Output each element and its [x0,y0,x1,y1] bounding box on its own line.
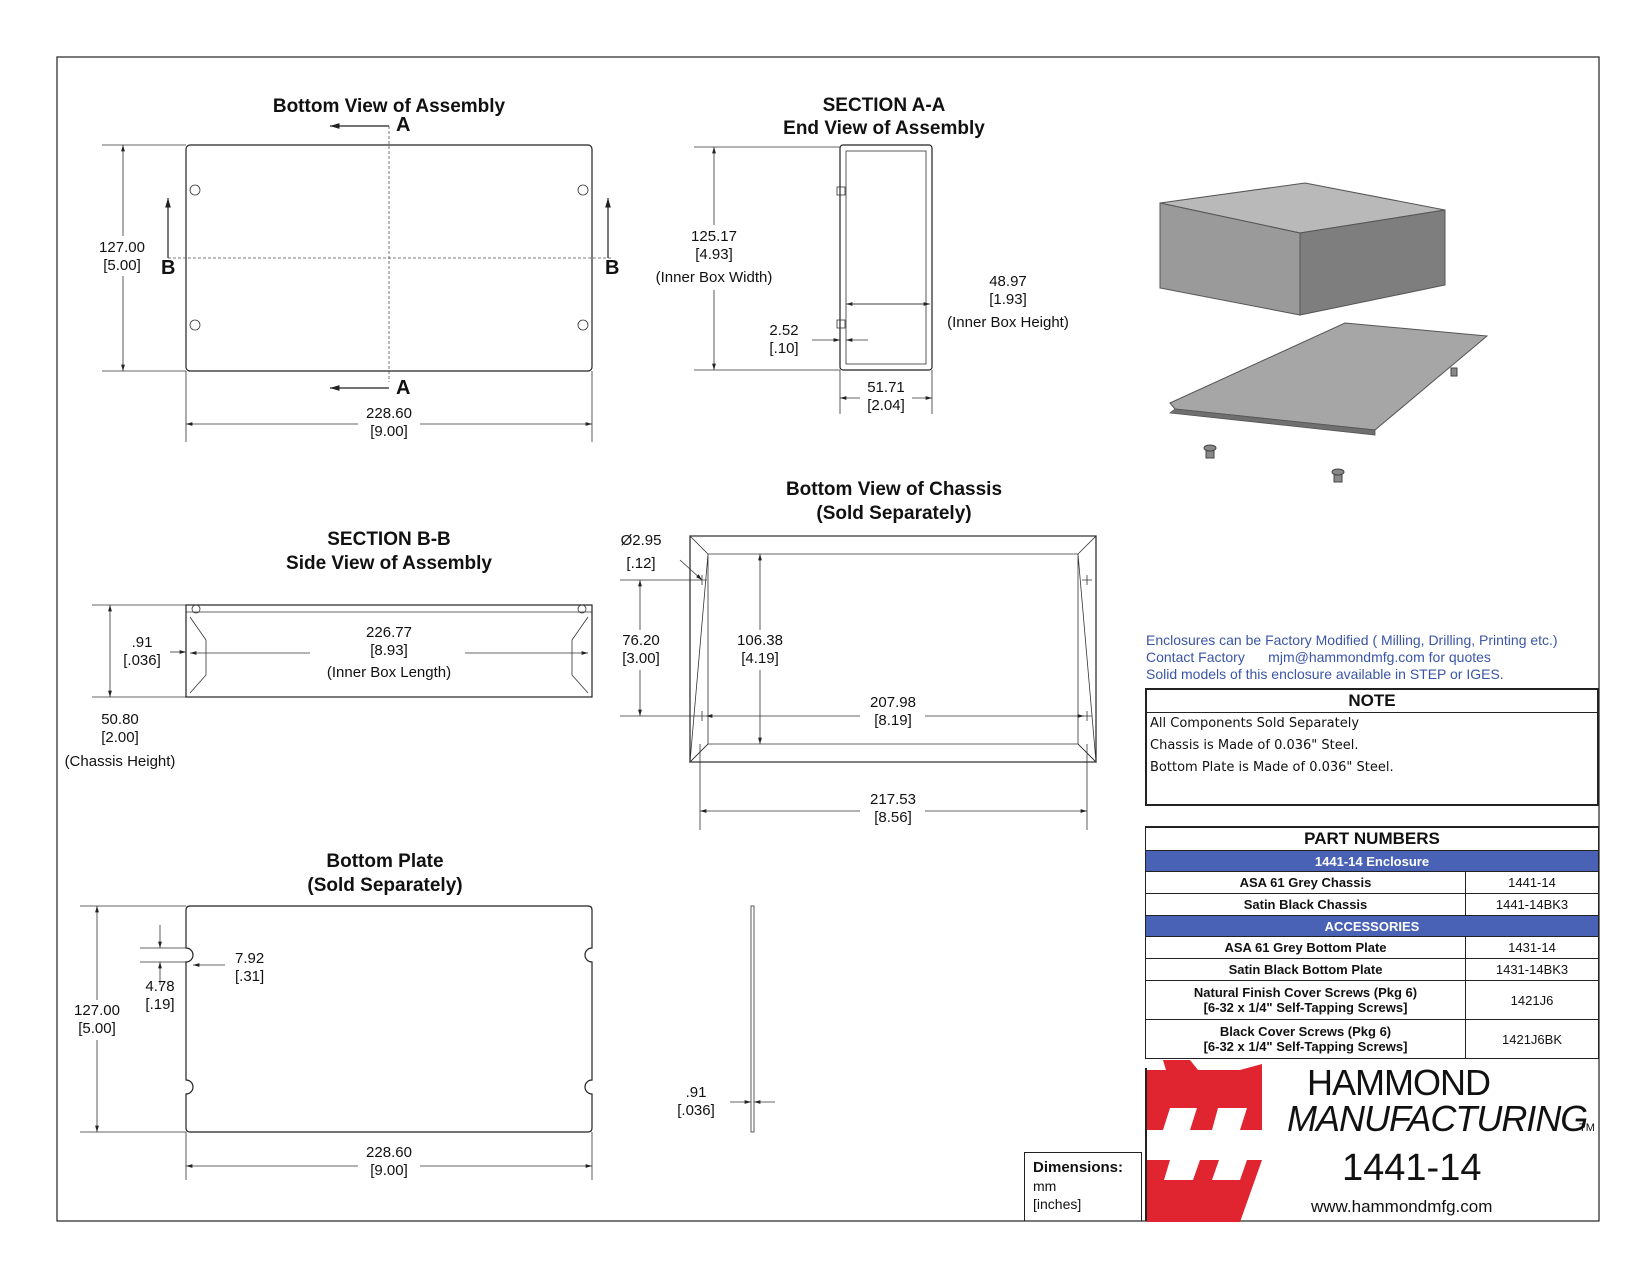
svg-text:[2.00]: [2.00] [101,729,139,746]
svg-text:End View of Assembly: End View of Assembly [783,118,985,139]
svg-text:2.52: 2.52 [769,322,798,339]
factory-email-link[interactable]: mjm@hammondmfg.com for quotes [1268,649,1491,665]
svg-text:(Chassis Height): (Chassis Height) [65,753,176,770]
factory-note: Enclosures can be Factory Modified ( Mil… [1146,632,1558,683]
svg-text:[8.19]: [8.19] [874,712,912,729]
part-number-title: 1441-14 [1342,1147,1482,1189]
svg-text:[.10]: [.10] [769,340,798,357]
svg-text:[8.93]: [8.93] [370,642,408,659]
factory-note-line3: Solid models of this enclosure available… [1146,666,1504,682]
svg-text:228.60: 228.60 [366,405,412,422]
hammond-logo [1147,1060,1262,1222]
part-numbers-table: PART NUMBERS 1441-14 Enclosure ASA 61 Gr… [1145,826,1599,1059]
note-box: NOTE All Components Sold Separately Chas… [1145,688,1599,806]
svg-text:A: A [396,114,410,136]
trademark: TM [1579,1122,1595,1134]
svg-text:[3.00]: [3.00] [622,650,660,667]
note-line: Bottom Plate is Made of 0.036" Steel. [1150,760,1394,775]
svg-text:[1.93]: [1.93] [989,291,1027,308]
svg-text:127.00: 127.00 [74,1002,120,1019]
svg-text:[.12]: [.12] [626,555,655,572]
part-numbers-heading: PART NUMBERS [1145,826,1599,851]
view-title: Bottom View of Assembly [273,96,506,117]
svg-text:A: A [396,377,410,399]
dimensions-unit-mm: mm [1033,1178,1057,1194]
svg-text:[9.00]: [9.00] [370,1162,408,1179]
company-name-line1: HAMMOND [1307,1062,1491,1103]
svg-text:[8.56]: [8.56] [874,809,912,826]
section-aa-view: SECTION A-A End View of Assembly 125.17 … [656,95,1069,414]
svg-text:226.77: 226.77 [366,624,412,641]
svg-text:[.036]: [.036] [677,1102,715,1119]
bottom-view-assembly: Bottom View of Assembly A A B B 127.00 [… [99,96,619,442]
note-heading: NOTE [1147,690,1597,713]
svg-text:B: B [605,257,619,279]
svg-text:Side View of Assembly: Side View of Assembly [286,553,492,574]
svg-text:51.71: 51.71 [867,379,905,396]
svg-text:[.036]: [.036] [123,652,161,669]
svg-text:127.00: 127.00 [99,239,145,256]
svg-text:.91: .91 [132,634,153,651]
svg-text:(Sold Separately): (Sold Separately) [816,503,971,524]
svg-text:SECTION B-B: SECTION B-B [327,529,451,550]
svg-text:228.60: 228.60 [366,1144,412,1161]
factory-note-line1: Enclosures can be Factory Modified ( Mil… [1146,632,1558,648]
svg-text:(Sold Separately): (Sold Separately) [307,875,462,896]
svg-text:125.17: 125.17 [691,228,737,245]
bottom-plate-view: Bottom Plate (Sold Separately) 127.00 [5… [74,851,775,1180]
svg-text:(Inner Box Width): (Inner Box Width) [656,269,773,286]
svg-text:[.19]: [.19] [145,996,174,1013]
enclosure-heading: 1441-14 Enclosure [1145,850,1599,872]
svg-text:76.20: 76.20 [622,632,660,649]
accessories-heading: ACCESSORIES [1145,915,1599,937]
svg-text:(Inner Box Height): (Inner Box Height) [947,314,1069,331]
note-line: Chassis is Made of 0.036" Steel. [1150,738,1359,753]
title-block: HAMMOND MANUFACTURING TM 1441-14 www.ham… [1145,1064,1601,1221]
svg-text:.91: .91 [686,1084,707,1101]
svg-text:[5.00]: [5.00] [103,257,141,274]
svg-text:[4.19]: [4.19] [741,650,779,667]
bottom-view-chassis: Bottom View of Chassis (Sold Separately)… [620,479,1097,830]
svg-text:B: B [161,257,175,279]
drawing-border [56,56,1600,1222]
svg-text:[9.00]: [9.00] [370,423,408,440]
dimensions-label: Dimensions: [1033,1159,1124,1176]
table-row: Natural Finish Cover Screws (Pkg 6)[6-32… [1145,980,1599,1020]
svg-text:[2.04]: [2.04] [867,397,905,414]
isometric-render [1159,182,1489,483]
svg-text:[.31]: [.31] [235,968,264,985]
svg-text:207.98: 207.98 [870,694,916,711]
svg-text:Bottom Plate: Bottom Plate [326,851,443,872]
svg-text:[4.93]: [4.93] [695,246,733,263]
svg-text:4.78: 4.78 [145,978,174,995]
svg-text:7.92: 7.92 [235,950,264,967]
svg-text:Ø2.95: Ø2.95 [621,532,662,549]
website-link[interactable]: www.hammondmfg.com [1311,1197,1493,1216]
svg-text:Bottom View of Chassis: Bottom View of Chassis [786,479,1002,500]
svg-text:217.53: 217.53 [870,791,916,808]
company-name-line2: MANUFACTURING [1287,1098,1588,1139]
table-row: Black Cover Screws (Pkg 6)[6-32 x 1/4" S… [1145,1019,1599,1059]
section-bb-view: SECTION B-B Side View of Assembly 50.80 … [65,529,593,770]
svg-text:48.97: 48.97 [989,273,1027,290]
dimensions-unit-in: [inches] [1033,1196,1082,1212]
factory-note-contact: Contact Factory [1146,649,1245,665]
svg-text:50.80: 50.80 [101,711,139,728]
svg-text:106.38: 106.38 [737,632,783,649]
note-line: All Components Sold Separately [1150,716,1360,731]
svg-text:[5.00]: [5.00] [78,1020,116,1037]
svg-text:SECTION A-A: SECTION A-A [823,95,946,116]
dimensions-box: Dimensions: mm [inches] [1024,1152,1142,1221]
svg-text:(Inner Box Length): (Inner Box Length) [327,664,451,681]
